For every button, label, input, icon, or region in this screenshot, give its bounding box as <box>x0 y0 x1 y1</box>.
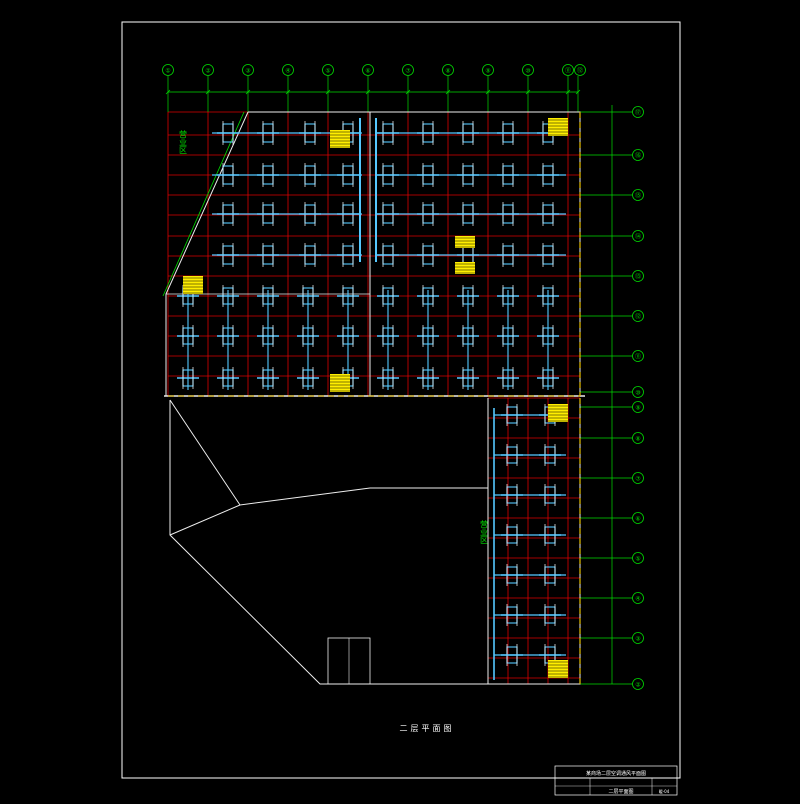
fixture-block <box>548 660 568 678</box>
fixture-block <box>455 236 475 248</box>
dimension-tick <box>325 89 331 95</box>
sheet-border <box>121 21 681 779</box>
row-axis-label: ⑰ <box>635 109 641 117</box>
zone-label-left: 营业区 <box>179 129 188 154</box>
column-axis-bubble <box>162 64 174 76</box>
row-axis-bubble <box>632 189 644 201</box>
row-axis-bubble <box>632 106 644 118</box>
fixture-block <box>548 118 568 136</box>
zone-label-right: 营业区 <box>480 519 489 544</box>
column-axis-bubble <box>202 64 214 76</box>
column-axis-label: ⑤ <box>325 68 330 75</box>
row-axis-label: ⑧ <box>635 436 640 443</box>
column-axis-label: ⑫ <box>577 67 583 75</box>
row-axis-label: ⑤ <box>635 556 640 563</box>
dimension-tick <box>565 89 571 95</box>
diagonal-axis-line <box>162 111 245 297</box>
dimension-tick <box>245 89 251 95</box>
column-axis-bubble <box>282 64 294 76</box>
row-axis-label: ⑮ <box>635 192 641 200</box>
fixture-block <box>330 374 350 392</box>
row-axis-bubble <box>632 472 644 484</box>
column-axis-bubble <box>322 64 334 76</box>
row-axis-label: ⑬ <box>635 273 641 281</box>
dimension-tick <box>165 89 171 95</box>
row-axis-bubble <box>632 592 644 604</box>
column-axis-label: ⑧ <box>445 68 450 75</box>
dimension-tick <box>285 89 291 95</box>
column-axis-bubble <box>482 64 494 76</box>
title-block-sheet-name: 二层平面图 <box>608 789 633 795</box>
fixture-block <box>330 130 350 148</box>
title-block-frame-bottom <box>554 777 678 796</box>
row-axis-bubble <box>632 552 644 564</box>
column-axis-label: ⑩ <box>525 68 530 75</box>
column-axis-label: ① <box>165 68 170 75</box>
row-axis-bubble <box>632 386 644 398</box>
column-axis-bubble <box>562 64 574 76</box>
column-axis-label: ② <box>205 68 211 75</box>
row-axis-label: ⑭ <box>635 233 641 241</box>
dimension-tick <box>405 89 411 95</box>
row-axis-bubble <box>632 678 644 690</box>
row-axis-label: ⑥ <box>635 516 640 523</box>
dimension-tick <box>525 89 531 95</box>
column-axis-bubble <box>522 64 534 76</box>
row-axis-label: ③ <box>635 636 640 643</box>
plan-title: 二层平面图 <box>400 724 455 733</box>
building-outline <box>164 111 585 685</box>
row-axis-bubble <box>632 401 644 413</box>
title-block: 某商场二层空调通风平面图 二层平面图 暖-04 <box>554 765 678 796</box>
dimension-tick <box>205 89 211 95</box>
row-axis-label: ⑨ <box>635 405 640 412</box>
row-axis-label: ④ <box>635 596 640 603</box>
column-axis-bubble <box>402 64 414 76</box>
row-axis-bubble <box>632 149 644 161</box>
fixture-block <box>455 262 475 274</box>
row-axis-bubble <box>632 632 644 644</box>
column-axis-label: ⑦ <box>405 68 411 75</box>
column-axis-bubble <box>362 64 374 76</box>
row-axis-bubble <box>632 512 644 524</box>
row-axis-bubble <box>632 350 644 362</box>
void-diagonal <box>169 504 241 536</box>
fixture-block <box>548 404 568 422</box>
row-axis-label: ⑩ <box>635 390 640 397</box>
column-axis-label: ⑪ <box>565 67 571 75</box>
column-axis-bubble <box>442 64 454 76</box>
fixture-symbols <box>183 118 568 678</box>
title-block-project: 某商场二层空调通风平面图 <box>586 770 646 777</box>
column-axis-label: ③ <box>245 68 250 75</box>
column-axis-bubble <box>242 64 254 76</box>
axis-lines <box>162 76 632 685</box>
column-axis-label: ⑥ <box>365 68 370 75</box>
row-axis-label: ⑫ <box>635 313 641 321</box>
row-axis-bubble <box>632 270 644 282</box>
column-axis-label: ⑨ <box>485 68 490 75</box>
row-axis-bubble <box>632 230 644 242</box>
row-axis-label: ⑪ <box>635 353 641 361</box>
column-axis-label: ④ <box>285 68 290 75</box>
dimension-tick <box>445 89 451 95</box>
void-outline-lower <box>169 400 488 685</box>
dimension-tick <box>575 89 581 95</box>
row-axis-label: ⑯ <box>635 152 641 160</box>
dimension-tick <box>485 89 491 95</box>
row-axis-bubble <box>632 310 644 322</box>
row-axis-label: ② <box>635 682 641 689</box>
fixture-block <box>183 276 203 294</box>
dimension-tick <box>365 89 371 95</box>
column-axis-bubble <box>574 64 586 76</box>
row-axis-label: ⑦ <box>635 476 641 483</box>
void-outline <box>169 399 488 506</box>
title-block-sheet-no: 暖-04 <box>659 788 670 794</box>
row-axis-bubble <box>632 432 644 444</box>
